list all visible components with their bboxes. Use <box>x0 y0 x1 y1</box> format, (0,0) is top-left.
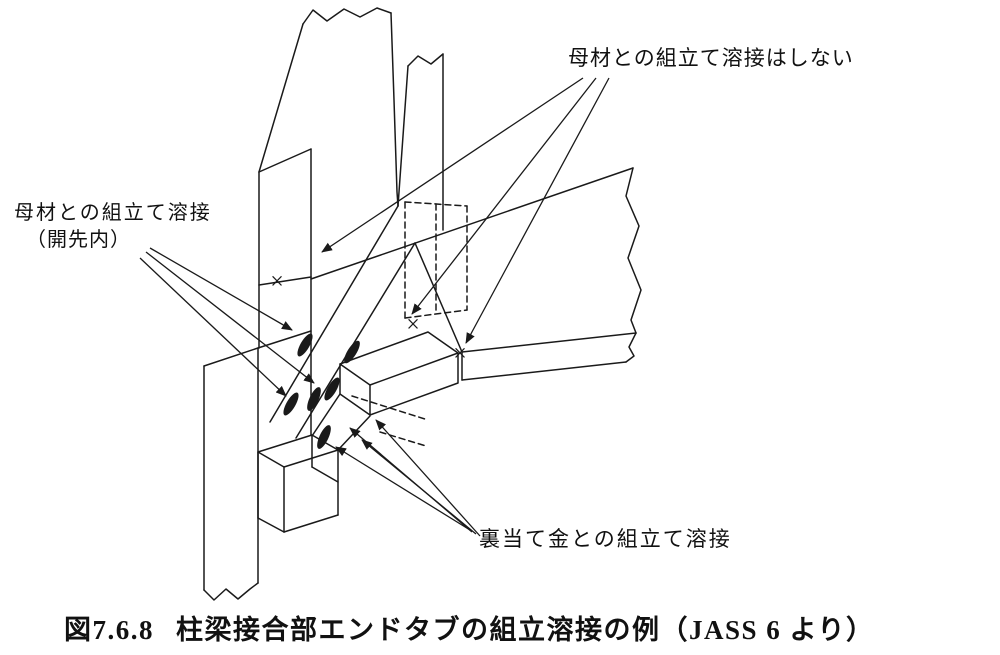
tack-weld-mark <box>317 425 331 449</box>
plate-edge <box>461 332 637 353</box>
tack-weld-mark <box>344 340 360 364</box>
annotation-arrows <box>139 77 610 537</box>
annotation-arrow <box>465 77 610 344</box>
label-tack-weld-in-groove-line1: 母材との組立て溶接 <box>14 202 212 224</box>
beam-flange-plate <box>310 167 642 381</box>
plate-edge <box>310 167 634 280</box>
annotation-arrow <box>139 257 287 397</box>
tack-welds <box>283 333 360 449</box>
upper-column-plate <box>258 7 399 436</box>
figure-caption: 図7.6.8 柱梁接合部エンドタブの組立溶接の例（JASS 6 より） <box>64 608 875 647</box>
annotation-arrow <box>335 446 471 531</box>
plate-edge <box>339 363 371 416</box>
plate-edge <box>461 361 627 381</box>
bottom-end-tab-block <box>257 393 371 533</box>
lower-column-plate <box>203 330 312 601</box>
annotation-arrow <box>321 77 584 253</box>
no-weld-mark: × <box>270 269 284 295</box>
hidden-edge <box>404 309 468 319</box>
plate-edge <box>390 12 399 207</box>
plate-edge <box>257 517 285 533</box>
hidden-edge <box>379 431 427 447</box>
torn-edge <box>625 332 637 363</box>
groove-edge <box>295 242 416 439</box>
figure-caption-text: 柱梁接合部エンドタブの組立溶接の例（JASS 6 より） <box>176 615 875 645</box>
plate-edge <box>339 331 459 386</box>
label-no-tack-weld: 母材との組立て溶接はしない <box>568 46 854 70</box>
annotation-arrow <box>375 419 481 537</box>
annotation-arrow <box>149 247 293 331</box>
plate-edge <box>258 23 304 173</box>
torn-edge <box>302 7 392 25</box>
groove-edge <box>269 205 399 423</box>
tack-weld-mark <box>324 377 340 401</box>
plate-edge <box>397 65 409 207</box>
plate-edge <box>258 148 312 173</box>
plate-edge <box>203 347 259 367</box>
annotation-arrow <box>145 251 315 384</box>
figure-caption-number: 図7.6.8 <box>64 615 154 645</box>
tack-weld-mark <box>307 387 321 411</box>
plate-edge <box>414 242 463 353</box>
label-backing-bar-weld: 裏当て金との組立て溶接 <box>479 527 732 551</box>
no-weld-mark: × <box>453 341 467 367</box>
torn-edge <box>407 53 444 67</box>
plate-edge <box>311 466 339 483</box>
no-weld-marks: × × × <box>270 269 467 367</box>
tack-weld-mark <box>283 392 299 416</box>
plate-edge <box>369 352 459 416</box>
no-weld-mark: × <box>406 312 420 338</box>
plate-edge <box>257 330 312 349</box>
tack-weld-mark <box>297 333 313 357</box>
plate-edge <box>311 393 341 437</box>
plate-edge <box>258 276 312 286</box>
hidden-end-tab-dashed <box>351 201 468 447</box>
groove-lines <box>269 205 416 439</box>
torn-edge <box>625 167 642 334</box>
annotation-arrow <box>361 439 477 535</box>
label-tack-weld-in-groove-line2: （開先内） <box>26 229 131 251</box>
hidden-edge <box>351 395 429 421</box>
plate-edge <box>283 514 339 533</box>
torn-edge <box>203 582 259 601</box>
plate-edge <box>337 415 371 451</box>
groove-notch <box>397 53 444 231</box>
annotation-arrow <box>411 77 597 315</box>
